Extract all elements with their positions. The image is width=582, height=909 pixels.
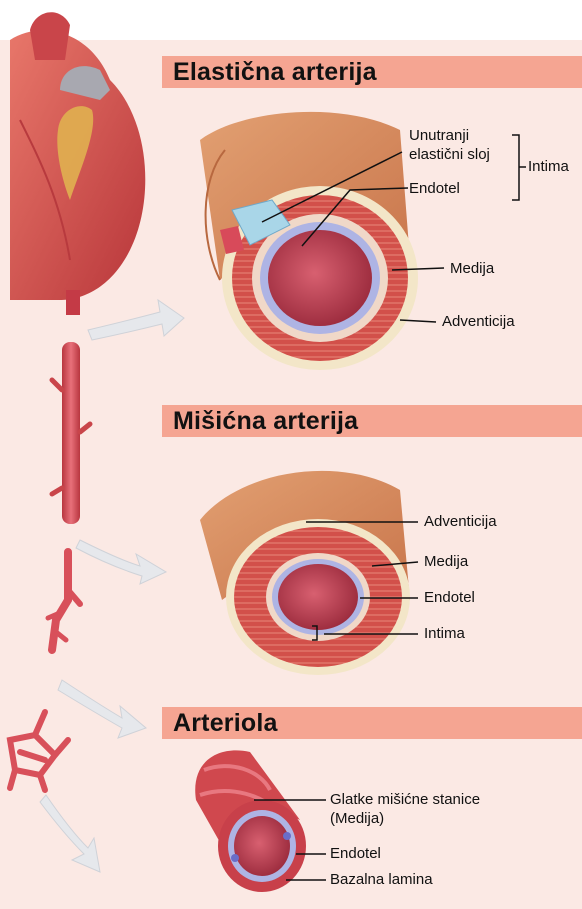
label-adventicija: Adventicija <box>442 313 515 331</box>
section-band-muscular: Mišićna arterija <box>162 405 582 437</box>
section-title: Arteriola <box>162 709 278 738</box>
label-intima: Intima <box>424 625 465 643</box>
label-inner-elastic-2: elastični sloj <box>409 146 490 164</box>
label-endotel: Endotel <box>424 589 475 607</box>
label-inner-elastic-1: Unutranji <box>409 127 469 145</box>
label-intima: Intima <box>528 158 569 176</box>
section-band-elastic: Elastična arterija <box>162 56 582 88</box>
label-medija: Medija <box>424 553 468 571</box>
section-title: Mišićna arterija <box>162 407 358 436</box>
label-smooth-muscle-2: (Medija) <box>330 810 384 828</box>
section-band-arteriole: Arteriola <box>162 707 582 739</box>
label-smooth-muscle-1: Glatke mišićne stanice <box>330 791 480 809</box>
section-title: Elastična arterija <box>162 58 377 87</box>
label-endotel: Endotel <box>330 845 381 863</box>
label-adventicija: Adventicija <box>424 513 497 531</box>
label-endotel: Endotel <box>409 180 460 198</box>
label-medija: Medija <box>450 260 494 278</box>
label-basal-lamina: Bazalna lamina <box>330 871 433 889</box>
